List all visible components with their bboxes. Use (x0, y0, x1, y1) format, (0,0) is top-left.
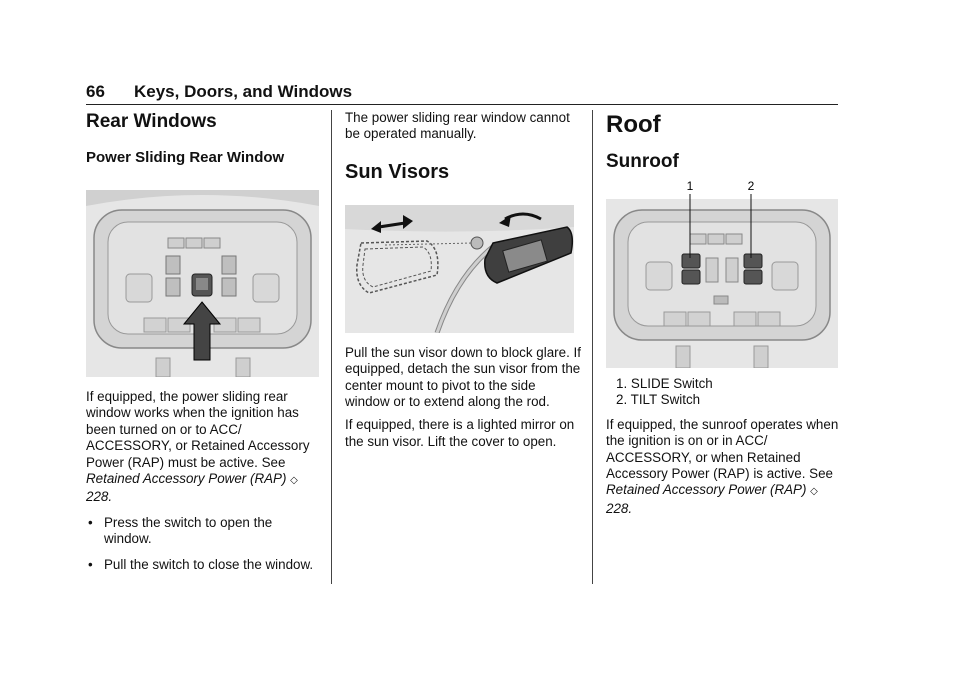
column-roof: Roof Sunroof 1 2 1. SLIDE Switch 2. TILT… (606, 110, 842, 517)
column-rear-windows: Rear Windows Power Sliding Rear Window I… (86, 110, 322, 573)
column-divider (592, 110, 593, 584)
paragraph-lighted-mirror: If equipped, there is a lighted mirror o… (345, 417, 575, 449)
cross-ref-page[interactable]: 228 (86, 489, 109, 505)
paragraph-text: If equipped, the power sliding rear wind… (86, 389, 310, 470)
figure-rear-window-switch (86, 190, 319, 377)
subheading-power-sliding-rear-window: Power Sliding Rear Window (86, 149, 285, 166)
cross-ref-page[interactable]: 228 (606, 500, 629, 516)
heading-sun-visors: Sun Visors (345, 160, 450, 183)
heading-roof: Roof (606, 111, 661, 138)
callout-2: 2 (748, 179, 755, 193)
bullet-icon: • (88, 514, 93, 530)
callout-1: 1 (687, 179, 694, 193)
section-title: Keys, Doors, and Windows (134, 82, 353, 101)
cross-ref-rap[interactable]: Retained Accessory Power (RAP) (606, 482, 807, 498)
figure-sun-visor (345, 204, 574, 333)
bullet-text: Press the switch to open the window. (104, 514, 273, 547)
paragraph-sun-visor-usage: Pull the sun visor down to block glare. … (345, 344, 581, 410)
bullet-icon: • (88, 556, 93, 572)
paragraph-text: If equipped, the sunroof operates when t… (606, 416, 839, 482)
figure-sunroof-switches: 1 2 (606, 178, 838, 368)
paragraph-manual-operation: The power sliding rear window cannot be … (345, 110, 570, 142)
page-number: 66 (86, 82, 105, 101)
page-ref-icon: ◇ (290, 475, 298, 487)
bullet-item-close: • Pull the switch to close the window. (86, 557, 322, 573)
bullet-item-open: • Press the switch to open the window. (86, 515, 322, 548)
page-header: 66 Keys, Doors, and Windows (86, 82, 838, 105)
heading-sunroof: Sunroof (606, 151, 679, 172)
list-item: 1. SLIDE Switch (616, 376, 713, 391)
column-divider (331, 110, 332, 584)
switch-legend-list: 1. SLIDE Switch 2. TILT Switch (606, 376, 842, 409)
paragraph-sunroof-info: If equipped, the sunroof operates when t… (606, 416, 839, 516)
bullet-text: Pull the switch to close the window. (104, 556, 314, 572)
list-item: 2. TILT Switch (616, 392, 701, 408)
paragraph-rear-window-info: If equipped, the power sliding rear wind… (86, 389, 310, 505)
column-sun-visors: The power sliding rear window cannot be … (345, 110, 581, 450)
page-ref-icon: ◇ (810, 486, 818, 498)
cross-ref-rap[interactable]: Retained Accessory Power (RAP) (86, 471, 287, 487)
heading-rear-windows: Rear Windows (86, 111, 217, 132)
